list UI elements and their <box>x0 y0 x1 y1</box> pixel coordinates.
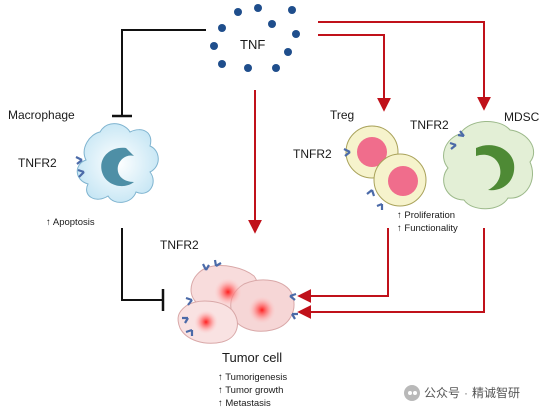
macrophage-cell <box>75 123 159 203</box>
watermark-name: 精诚智研 <box>472 386 521 400</box>
tnf-molecules <box>210 4 300 72</box>
mdsc-to-tumor-arrow <box>297 228 485 319</box>
treg-tnfr2-label: TNFR2 <box>293 147 332 161</box>
mdsc-label: MDSC <box>504 110 540 124</box>
treg-label: Treg <box>330 108 355 122</box>
treg-receptors <box>343 148 384 210</box>
treg-to-tumor-arrow <box>297 228 389 303</box>
watermark: 公众号 · 精诚智研 <box>404 384 520 401</box>
tumor-cell-label: Tumor cell <box>222 350 283 365</box>
tumor-effect-1: ↑ Tumorigenesis <box>218 372 288 383</box>
mdsc-receptors <box>449 130 465 150</box>
tumor-tnfr2-label: TNFR2 <box>160 238 199 252</box>
treg-mdsc-effect-1: ↑ Proliferation <box>397 210 456 221</box>
macrophage-tnfr2-label: TNFR2 <box>18 156 57 170</box>
mdsc-tnfr2-label: TNFR2 <box>410 118 449 132</box>
treg-cells <box>343 125 427 210</box>
macrophage-label: Macrophage <box>8 108 75 122</box>
tnf-to-treg-arrow <box>318 34 391 112</box>
tnf-to-mdsc-arrow <box>318 21 491 111</box>
wechat-logo-icon <box>404 384 420 401</box>
tnf-label: TNF <box>240 37 266 52</box>
macrophage-effect: ↑ Apoptosis <box>46 217 95 228</box>
tumor-receptors <box>182 259 298 336</box>
mdsc-cell <box>443 120 535 210</box>
macrophage-receptors <box>75 156 85 178</box>
tumor-cell-cluster <box>177 259 298 344</box>
tumor-effect-2: ↑ Tumor growth <box>218 385 284 396</box>
watermark-separator: · <box>464 385 469 400</box>
macrophage-to-tumor-inhibition <box>121 228 162 301</box>
watermark-text: 公众号 <box>424 386 461 400</box>
treg-mdsc-effect-2: ↑ Functionality <box>397 223 458 234</box>
tnf-to-macrophage-inhibition <box>121 29 206 116</box>
tumor-effect-3: ↑ Metastasis <box>218 398 271 409</box>
